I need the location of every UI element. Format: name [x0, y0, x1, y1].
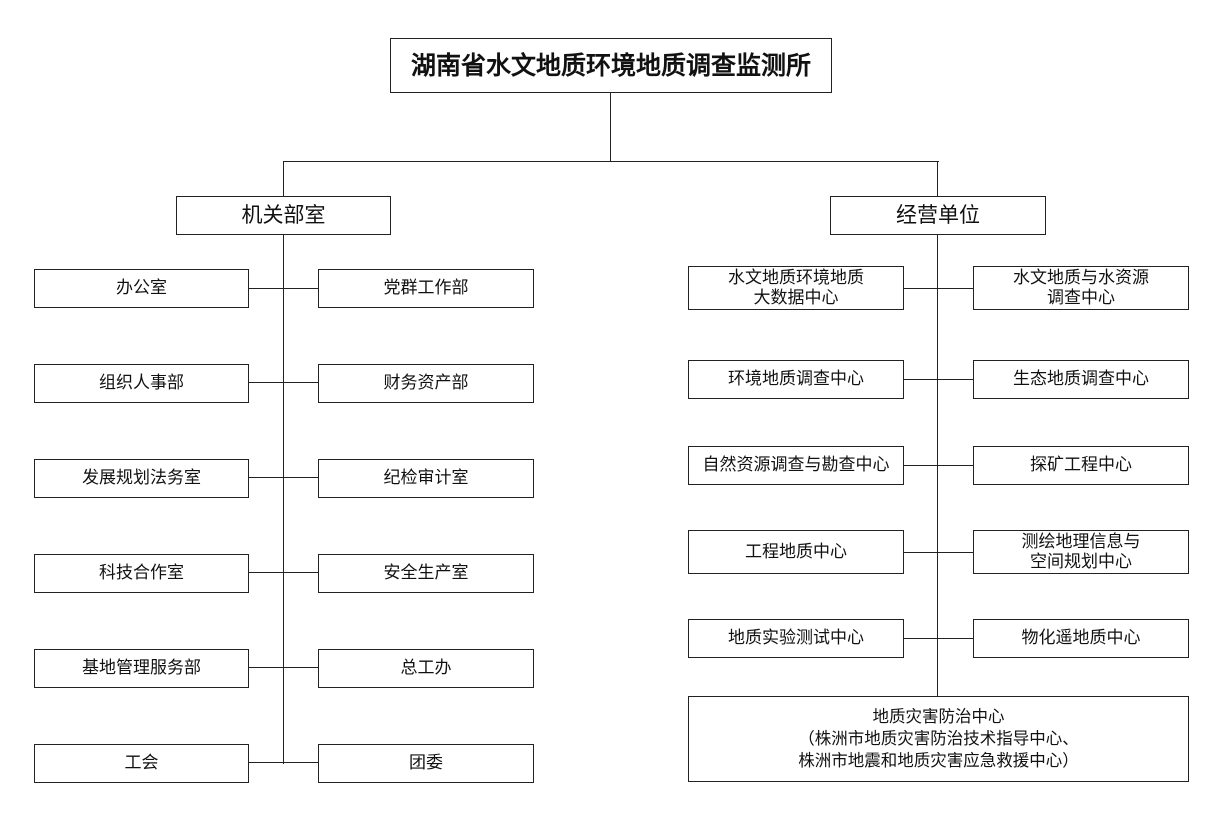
connector-line: [248, 762, 319, 764]
department-box: 办公室: [34, 269, 249, 308]
department-box: 党群工作部: [318, 269, 534, 308]
category-label: 经营单位: [896, 203, 980, 228]
department-box: 纪检审计室: [318, 459, 534, 498]
department-label: 组织人事部: [99, 373, 184, 394]
unit-box: 水文地质环境地质 大数据中心: [688, 266, 904, 310]
connector-line: [283, 161, 285, 197]
department-box: 发展规划法务室: [34, 459, 249, 498]
connector-line: [248, 288, 319, 290]
department-box: 总工办: [318, 649, 534, 688]
unit-label: 物化遥地质中心: [1021, 628, 1141, 649]
connector-line: [903, 465, 974, 467]
connector-line: [903, 288, 974, 290]
unit-box: 环境地质调查中心: [688, 360, 904, 399]
connector-line: [937, 161, 939, 197]
unit-box: 水文地质与水资源 调查中心: [973, 266, 1189, 310]
unit-label: 探矿工程中心: [1030, 455, 1132, 476]
department-box: 财务资产部: [318, 364, 534, 403]
department-box: 基地管理服务部: [34, 649, 249, 688]
connector-line: [248, 572, 319, 574]
unit-box: 自然资源调查与勘查中心: [688, 446, 904, 485]
department-box: 团委: [318, 744, 534, 783]
department-label: 工会: [124, 753, 159, 774]
connector-line: [283, 234, 285, 764]
department-label: 党群工作部: [383, 278, 469, 299]
unit-label: 工程地质中心: [745, 541, 847, 562]
connector-line: [610, 92, 612, 162]
department-label: 总工办: [400, 658, 452, 679]
department-label: 财务资产部: [383, 373, 469, 394]
unit-box: 探矿工程中心: [973, 446, 1189, 485]
unit-box: 工程地质中心: [688, 530, 904, 574]
connector-line: [248, 382, 319, 384]
unit-label: 地质实验测试中心: [728, 628, 864, 649]
department-label: 安全生产室: [383, 563, 469, 584]
department-label: 基地管理服务部: [82, 658, 201, 679]
unit-label: 水文地质环境地质 大数据中心: [728, 267, 864, 308]
department-box: 安全生产室: [318, 554, 534, 593]
department-box: 工会: [34, 744, 249, 783]
department-box: 组织人事部: [34, 364, 249, 403]
department-label: 科技合作室: [99, 563, 184, 584]
category-box-admin: 机关部室: [176, 196, 391, 235]
category-box-business: 经营单位: [830, 196, 1046, 235]
unit-label: 自然资源调查与勘查中心: [702, 455, 890, 476]
unit-label: 环境地质调查中心: [728, 369, 864, 390]
org-title-box: 湖南省水文地质环境地质调查监测所: [390, 38, 832, 93]
unit-box: 物化遥地质中心: [973, 619, 1189, 658]
department-box: 科技合作室: [34, 554, 249, 593]
unit-box: 生态地质调查中心: [973, 360, 1189, 399]
connector-line: [248, 477, 319, 479]
unit-label: 水文地质与水资源 调查中心: [1013, 267, 1149, 308]
department-label: 发展规划法务室: [82, 468, 201, 489]
connector-line: [283, 161, 939, 163]
connector-line: [903, 638, 974, 640]
unit-label: 地质灾害防治中心 （株洲市地质灾害防治技术指导中心、 株洲市地震和地质灾害应急救…: [798, 707, 1079, 770]
org-title: 湖南省水文地质环境地质调查监测所: [410, 50, 811, 80]
unit-box: 测绘地理信息与 空间规划中心: [973, 530, 1189, 574]
unit-label: 测绘地理信息与 空间规划中心: [1021, 531, 1141, 572]
department-label: 团委: [409, 753, 443, 774]
unit-box: 地质实验测试中心: [688, 619, 904, 658]
connector-line: [903, 379, 974, 381]
connector-line: [903, 552, 974, 554]
department-label: 办公室: [116, 278, 167, 299]
unit-box-disaster-center: 地质灾害防治中心 （株洲市地质灾害防治技术指导中心、 株洲市地震和地质灾害应急救…: [688, 696, 1189, 782]
connector-line: [248, 667, 319, 669]
unit-label: 生态地质调查中心: [1013, 369, 1149, 390]
category-label: 机关部室: [241, 203, 326, 228]
department-label: 纪检审计室: [383, 468, 469, 489]
